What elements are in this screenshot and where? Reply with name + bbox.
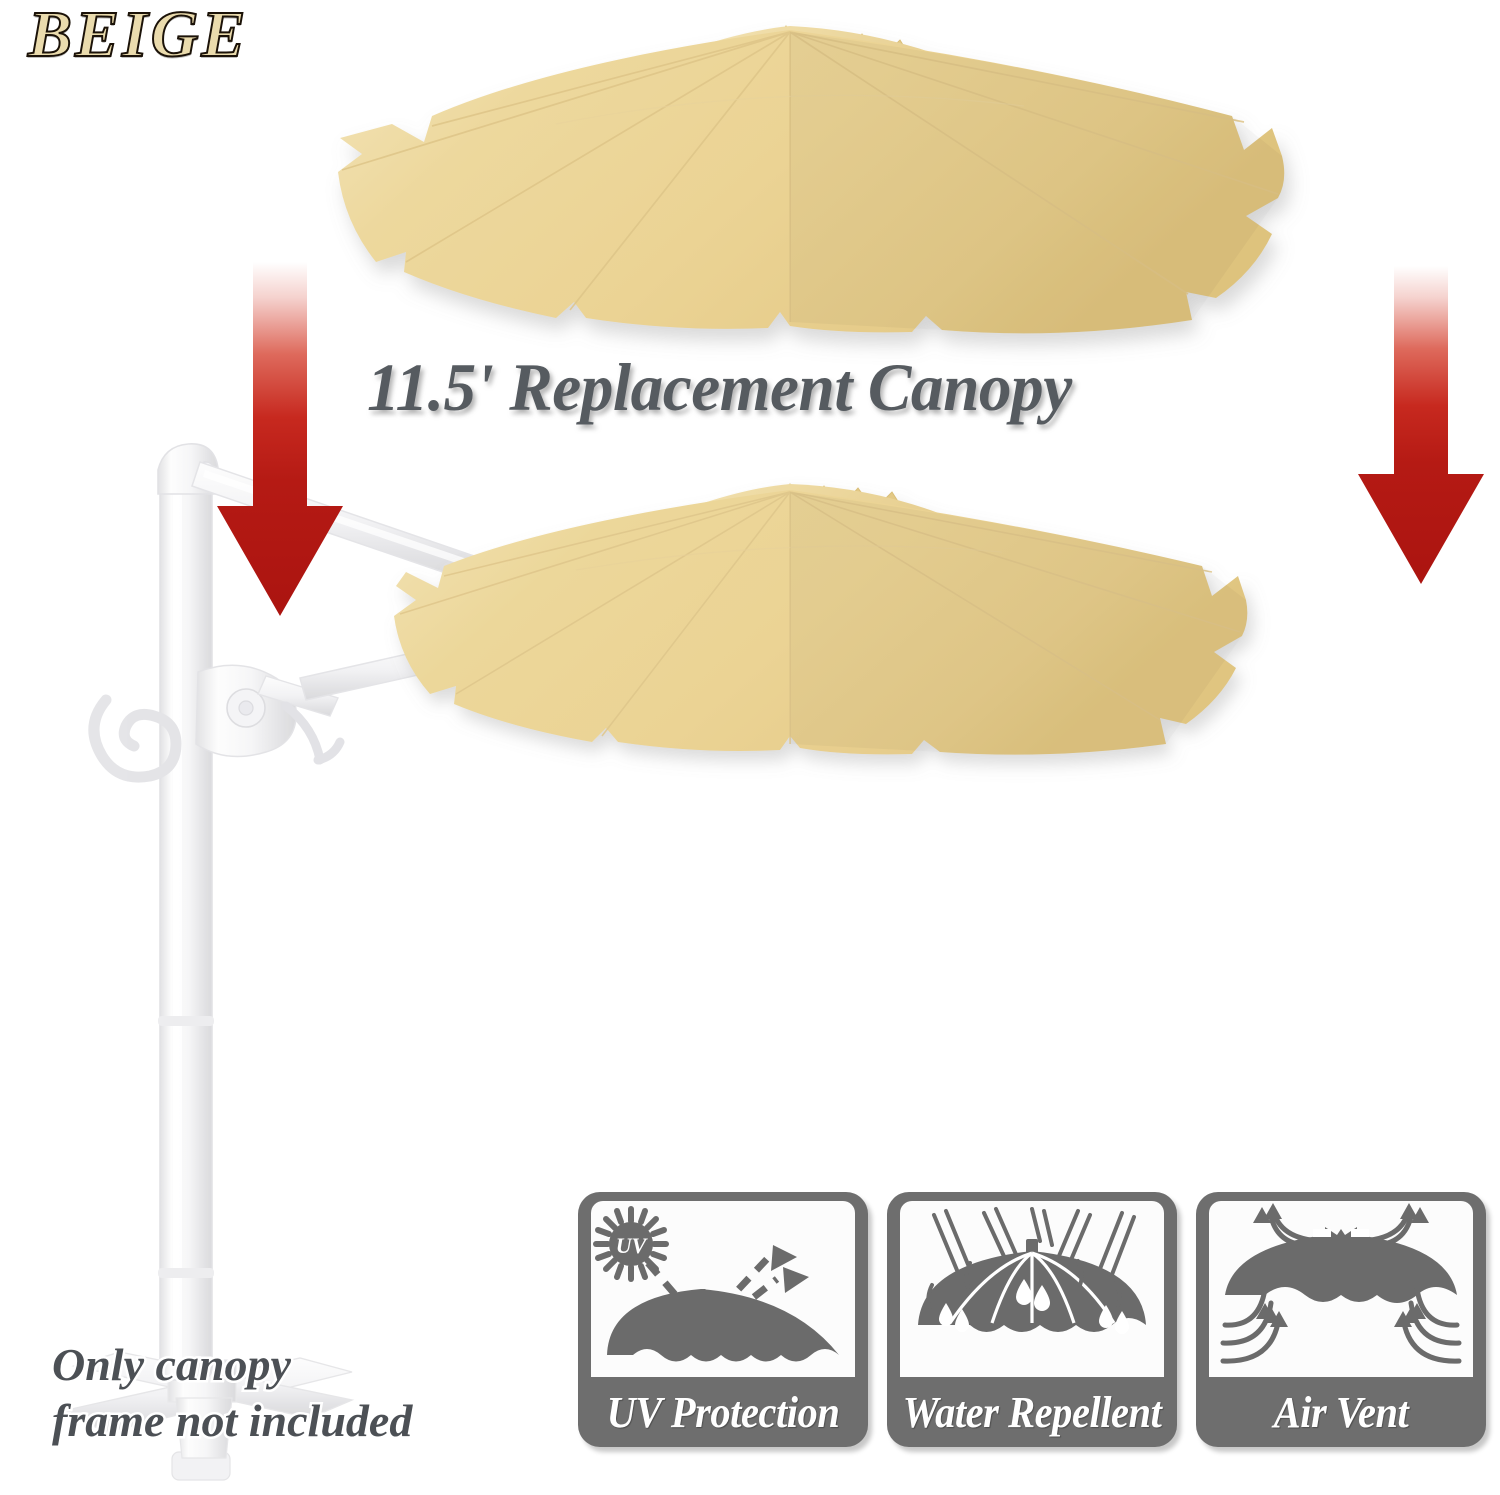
color-label: BEIGE	[27, 0, 249, 71]
top-canopy-body	[338, 25, 1285, 334]
right-install-arrow	[1358, 266, 1484, 584]
feature-badge-label: Water Repellent	[902, 1387, 1162, 1437]
left-install-arrow	[217, 262, 343, 616]
frame-not-included-note: Only canopy frame not included	[49, 1336, 414, 1448]
svg-text:UV: UV	[616, 1233, 649, 1258]
lower-canopy-body	[394, 483, 1248, 755]
umbrella-crank-hub	[88, 664, 345, 783]
uv-sun-umbrella-icon: UV	[591, 1201, 855, 1377]
feature-badge-label: UV Protection	[606, 1387, 840, 1437]
feature-badge-row: UV	[578, 1192, 1488, 1447]
rain-umbrella-droplets-icon	[900, 1201, 1164, 1377]
feature-badge-label: Air Vent	[1273, 1387, 1409, 1437]
feature-badge-water-repellent: Water Repellent	[887, 1192, 1177, 1447]
feature-badge-air-vent: Air Vent	[1196, 1192, 1486, 1447]
page-title: 11.5' Replacement Canopy	[365, 347, 1075, 428]
airflow-vent-umbrella-icon	[1209, 1201, 1473, 1377]
feature-badge-uv-protection: UV	[578, 1192, 868, 1447]
